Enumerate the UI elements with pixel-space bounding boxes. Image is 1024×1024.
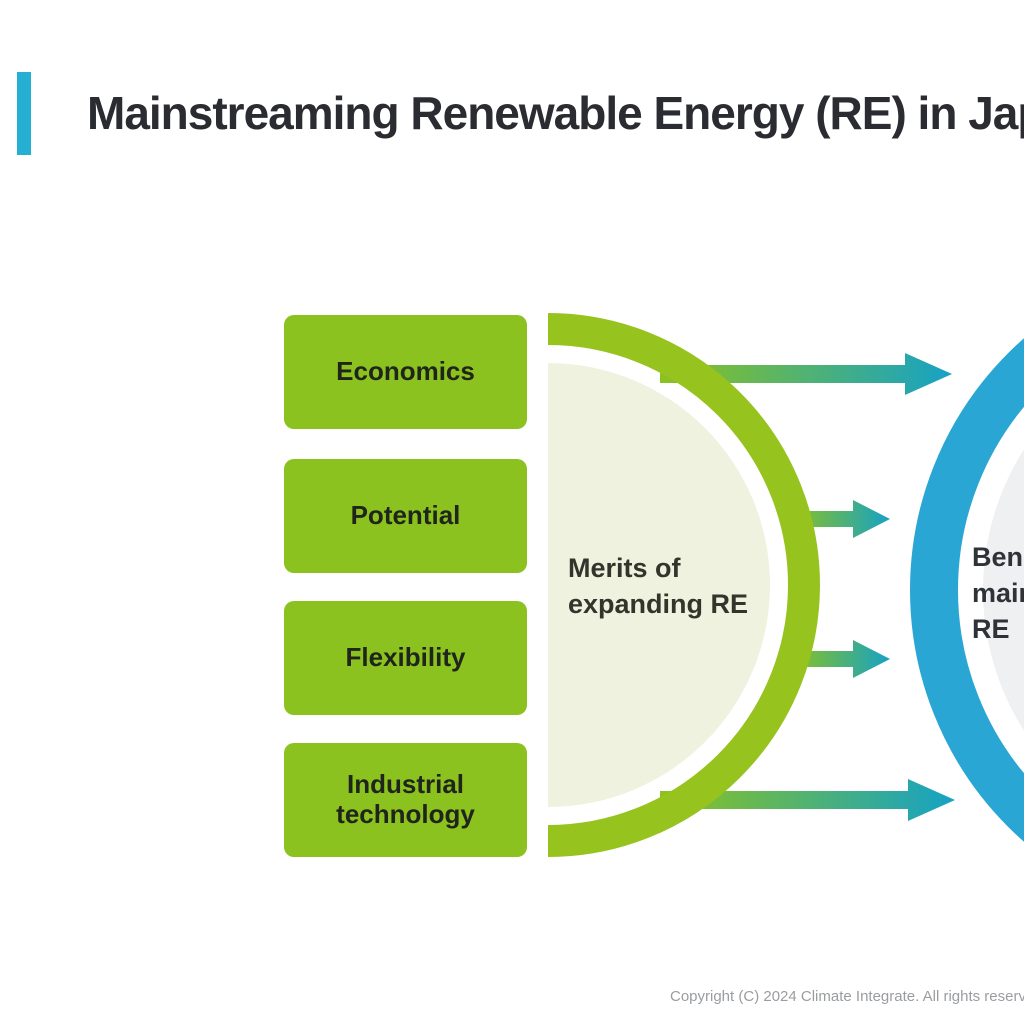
merits-label-line2: expanding RE: [568, 589, 749, 619]
factor-label: Industrial technology: [336, 769, 475, 829]
merits-circle-fill: [548, 363, 770, 807]
factor-box-economics: Economics: [284, 315, 527, 429]
benefits-label-line3: RE: [972, 614, 1010, 644]
benefits-label-line2: mainstreaming: [972, 578, 1024, 608]
title-accent-bar: [17, 72, 31, 155]
arrow-middle-upper-icon: [790, 500, 890, 538]
benefits-circle-fill: [983, 449, 1024, 731]
merits-label-line1: Merits of: [568, 553, 681, 583]
arrow-bottom-icon: [660, 779, 955, 821]
factor-box-flexibility: Flexibility: [284, 601, 527, 715]
factor-label: Potential: [350, 500, 461, 531]
benefits-circle-ring: [910, 338, 1024, 842]
factor-box-potential: Potential: [284, 459, 527, 573]
factor-label: Economics: [336, 356, 475, 387]
factor-label: Flexibility: [345, 642, 466, 673]
merits-circle-ring: [548, 313, 820, 857]
arrow-middle-lower-icon: [790, 640, 890, 678]
benefits-label-line1: Benefits of: [972, 542, 1024, 572]
merits-circle-label: Merits of expanding RE: [568, 550, 778, 622]
slide-title: Mainstreaming Renewable Energy (RE) in J…: [87, 87, 1024, 139]
arrow-top-icon: [660, 353, 952, 395]
benefits-circle-label: Benefits of mainstreaming RE: [972, 539, 1024, 647]
copyright-notice: Copyright (C) 2024 Climate Integrate. Al…: [670, 988, 1024, 1005]
factor-box-industrial-technology: Industrial technology: [284, 743, 527, 857]
